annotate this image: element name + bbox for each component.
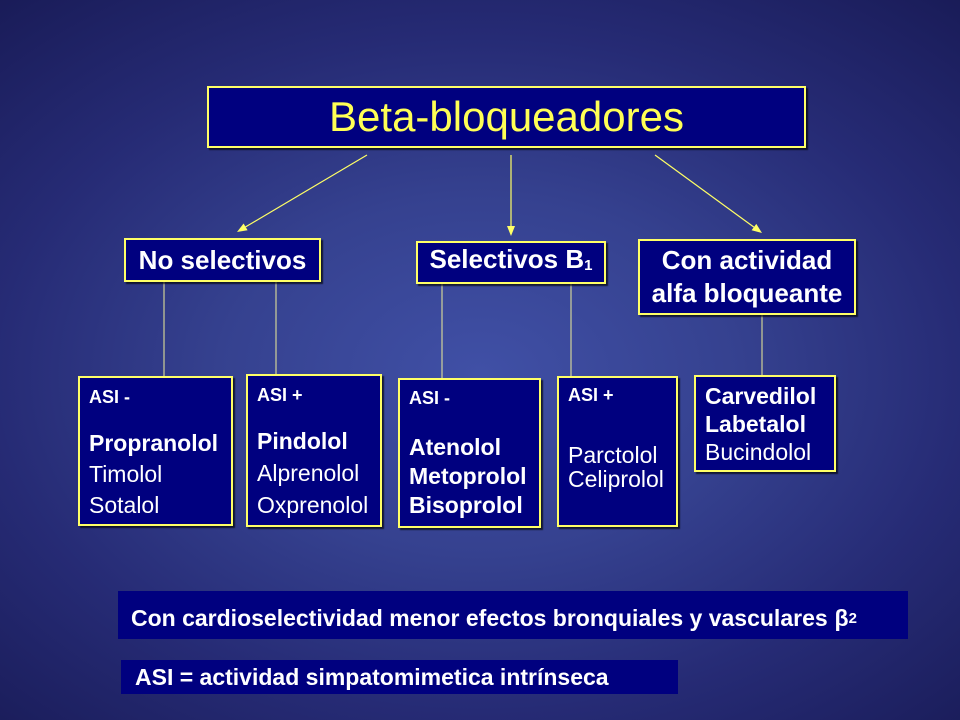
drug-name: Labetalol [705,410,806,437]
cardioselectivity-note: Con cardioselectividad menor efectos bro… [118,591,908,639]
category-alpha-line1: Con actividad [661,245,833,275]
group-heading: ASI - [89,387,131,407]
category-selective-b1: Selectivos B1 [416,241,606,284]
drug-name: Alprenolol [257,459,360,486]
group-selective-asi-negative: ASI - Atenolol Metoprolol Bisoprolol [398,378,541,528]
cardioselectivity-note-text: Con cardioselectividad menor efectos bro… [131,604,828,631]
category-non-selective: No selectivos [124,238,321,282]
arrowhead-selective [507,226,515,236]
arrow-to-non-selective [245,154,368,228]
drug-name: Propranolol [89,429,219,456]
drug-name: Pindolol [257,427,348,454]
drug-name: Atenolol [409,433,501,460]
asi-definition-text: ASI = actividad simpatomimetica intrínse… [135,663,609,690]
asi-definition-note: ASI = actividad simpatomimetica intrínse… [121,660,678,694]
category-selective-subscript: 1 [584,257,593,274]
drug-name: Carvedilol [705,382,817,409]
drug-name: Bisoprolol [409,491,523,518]
arrow-to-alpha-blocking [654,154,755,228]
drug-name: Sotalol [89,491,160,518]
group-heading: ASI + [257,385,303,405]
drug-name: Parctolol [568,441,658,468]
group-heading: ASI + [568,385,614,405]
arrowhead-non-selective [237,223,248,232]
drug-name: Celiprolol [568,465,664,492]
group-selective-asi-positive: ASI + Parctolol Celiprolol [557,376,678,527]
group-alpha-blocking: Carvedilol Labetalol Bucindolol [694,375,836,472]
arrowhead-alpha-blocking [751,223,762,233]
group-heading: ASI - [409,388,451,408]
category-alpha-blocking: Con actividad alfa bloqueante [638,239,856,315]
category-non-selective-label: No selectivos [138,244,307,275]
drug-name: Oxprenolol [257,491,369,518]
group-non-selective-asi-negative: ASI - Propranolol Timolol Sotalol [78,376,233,526]
drug-name: Timolol [89,460,163,487]
drug-name: Metoprolol [409,462,527,489]
beta-symbol: β [834,604,849,631]
category-selective-text: Selectivos B [429,244,585,274]
category-selective-label: Selectivos B1 [430,243,593,282]
drug-name: Bucindolol [705,438,812,465]
category-alpha-line2: alfa bloqueante [651,278,843,308]
title-box: Beta-bloqueadores [207,86,806,148]
diagram-title: Beta-bloqueadores [329,93,684,140]
group-non-selective-asi-positive: ASI + Pindolol Alprenolol Oxprenolol [246,374,382,527]
beta-subscript: 2 [848,609,857,627]
